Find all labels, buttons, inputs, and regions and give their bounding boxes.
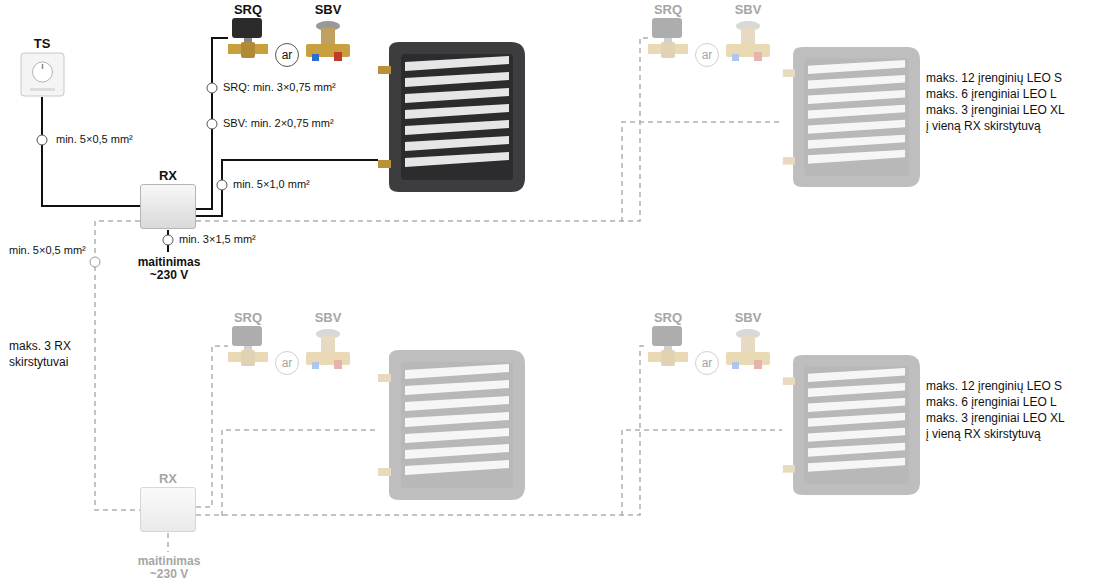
cable	[196, 38, 648, 221]
device-label: RX	[140, 471, 196, 487]
sbv-icon	[306, 326, 350, 374]
valve-actuator: SRQ	[228, 2, 268, 58]
cable-marker	[163, 235, 173, 245]
balancing-valve: SBV	[726, 2, 770, 66]
srq-icon	[648, 18, 688, 58]
device-label: SRQ	[228, 2, 268, 18]
or-circle: ar	[275, 351, 299, 375]
cable-spec: min. 5×0,5 mm²	[55, 133, 134, 146]
heater	[783, 355, 920, 495]
sbv-icon	[726, 18, 770, 66]
or-label: ar	[276, 352, 298, 374]
device-label: SBV	[306, 310, 350, 326]
sbv-icon	[726, 326, 770, 374]
limit-note: į vieną RX skirstytuvą	[925, 118, 1042, 134]
device-label: SRQ	[648, 2, 688, 18]
balancing-valve: SBV	[726, 310, 770, 374]
cable	[196, 346, 648, 515]
or-circle: ar	[695, 351, 719, 375]
cable-marker	[37, 135, 47, 145]
srq-icon	[648, 326, 688, 366]
heater-wire	[196, 160, 378, 216]
cable	[196, 346, 228, 507]
cable-spec: min. 5×0,5 mm²	[8, 244, 87, 257]
valve-actuator: SRQ	[228, 310, 268, 366]
distributor-box: RX	[140, 168, 196, 229]
device-label: TS	[20, 36, 65, 52]
heater-wire	[622, 430, 782, 516]
heater-wire	[222, 430, 378, 516]
srq-icon	[228, 18, 268, 58]
heater	[378, 350, 525, 500]
device-label: SBV	[726, 2, 770, 18]
cable-spec: min. 5×1,0 mm²	[232, 178, 311, 191]
valve-actuator: SRQ	[648, 2, 688, 58]
cable	[42, 97, 140, 206]
device-label: SBV	[306, 2, 350, 18]
rx-box	[140, 184, 196, 229]
device-label: SRQ	[228, 310, 268, 326]
balancing-valve: SBV	[306, 2, 350, 66]
power-note: maitinimas ~230 V	[126, 256, 212, 282]
limit-note: maks. 6 įrenginiai LEO L	[925, 394, 1058, 410]
cable-spec: SBV: min. 2×0,75 mm²	[222, 117, 335, 130]
limit-note: maks. 3 RX skirstytuvai	[8, 338, 90, 370]
limit-note: maks. 12 įrenginių LEO S	[925, 70, 1063, 86]
heater-wire	[622, 122, 782, 222]
balancing-valve: SBV	[306, 310, 350, 374]
power-wire	[167, 533, 169, 552]
cable-marker	[207, 83, 217, 93]
cable-marker	[90, 257, 100, 267]
or-label: ar	[696, 352, 718, 374]
or-label: ar	[276, 44, 298, 66]
limit-note: maks. 12 įrenginių LEO S	[925, 378, 1063, 394]
cable-spec: min. 3×1,5 mm²	[178, 233, 257, 246]
ts-icon	[20, 52, 65, 97]
cable-marker	[207, 119, 217, 129]
limit-note: maks. 3 įrenginiai LEO XL	[925, 102, 1066, 118]
sbv-icon	[306, 18, 350, 66]
limit-note: maks. 3 įrenginiai LEO XL	[925, 410, 1066, 426]
thermostat: TS	[20, 36, 65, 97]
or-circle: ar	[275, 43, 299, 67]
or-circle: ar	[695, 43, 719, 67]
power-note: maitinimas ~230 V	[126, 555, 212, 581]
device-label: RX	[140, 168, 196, 184]
srq-icon	[228, 326, 268, 366]
or-label: ar	[696, 44, 718, 66]
rx-box	[140, 487, 196, 532]
distributor-box: RX	[140, 471, 196, 532]
heater	[378, 42, 525, 192]
cable-marker	[217, 180, 227, 190]
valve-actuator: SRQ	[648, 310, 688, 366]
cable-spec: SRQ: min. 3×0,75 mm²	[222, 81, 337, 94]
limit-note: į vieną RX skirstytuvą	[925, 426, 1042, 442]
limit-note: maks. 6 įrenginiai LEO L	[925, 86, 1058, 102]
heater	[783, 47, 920, 187]
device-label: SBV	[726, 310, 770, 326]
device-label: SRQ	[648, 310, 688, 326]
